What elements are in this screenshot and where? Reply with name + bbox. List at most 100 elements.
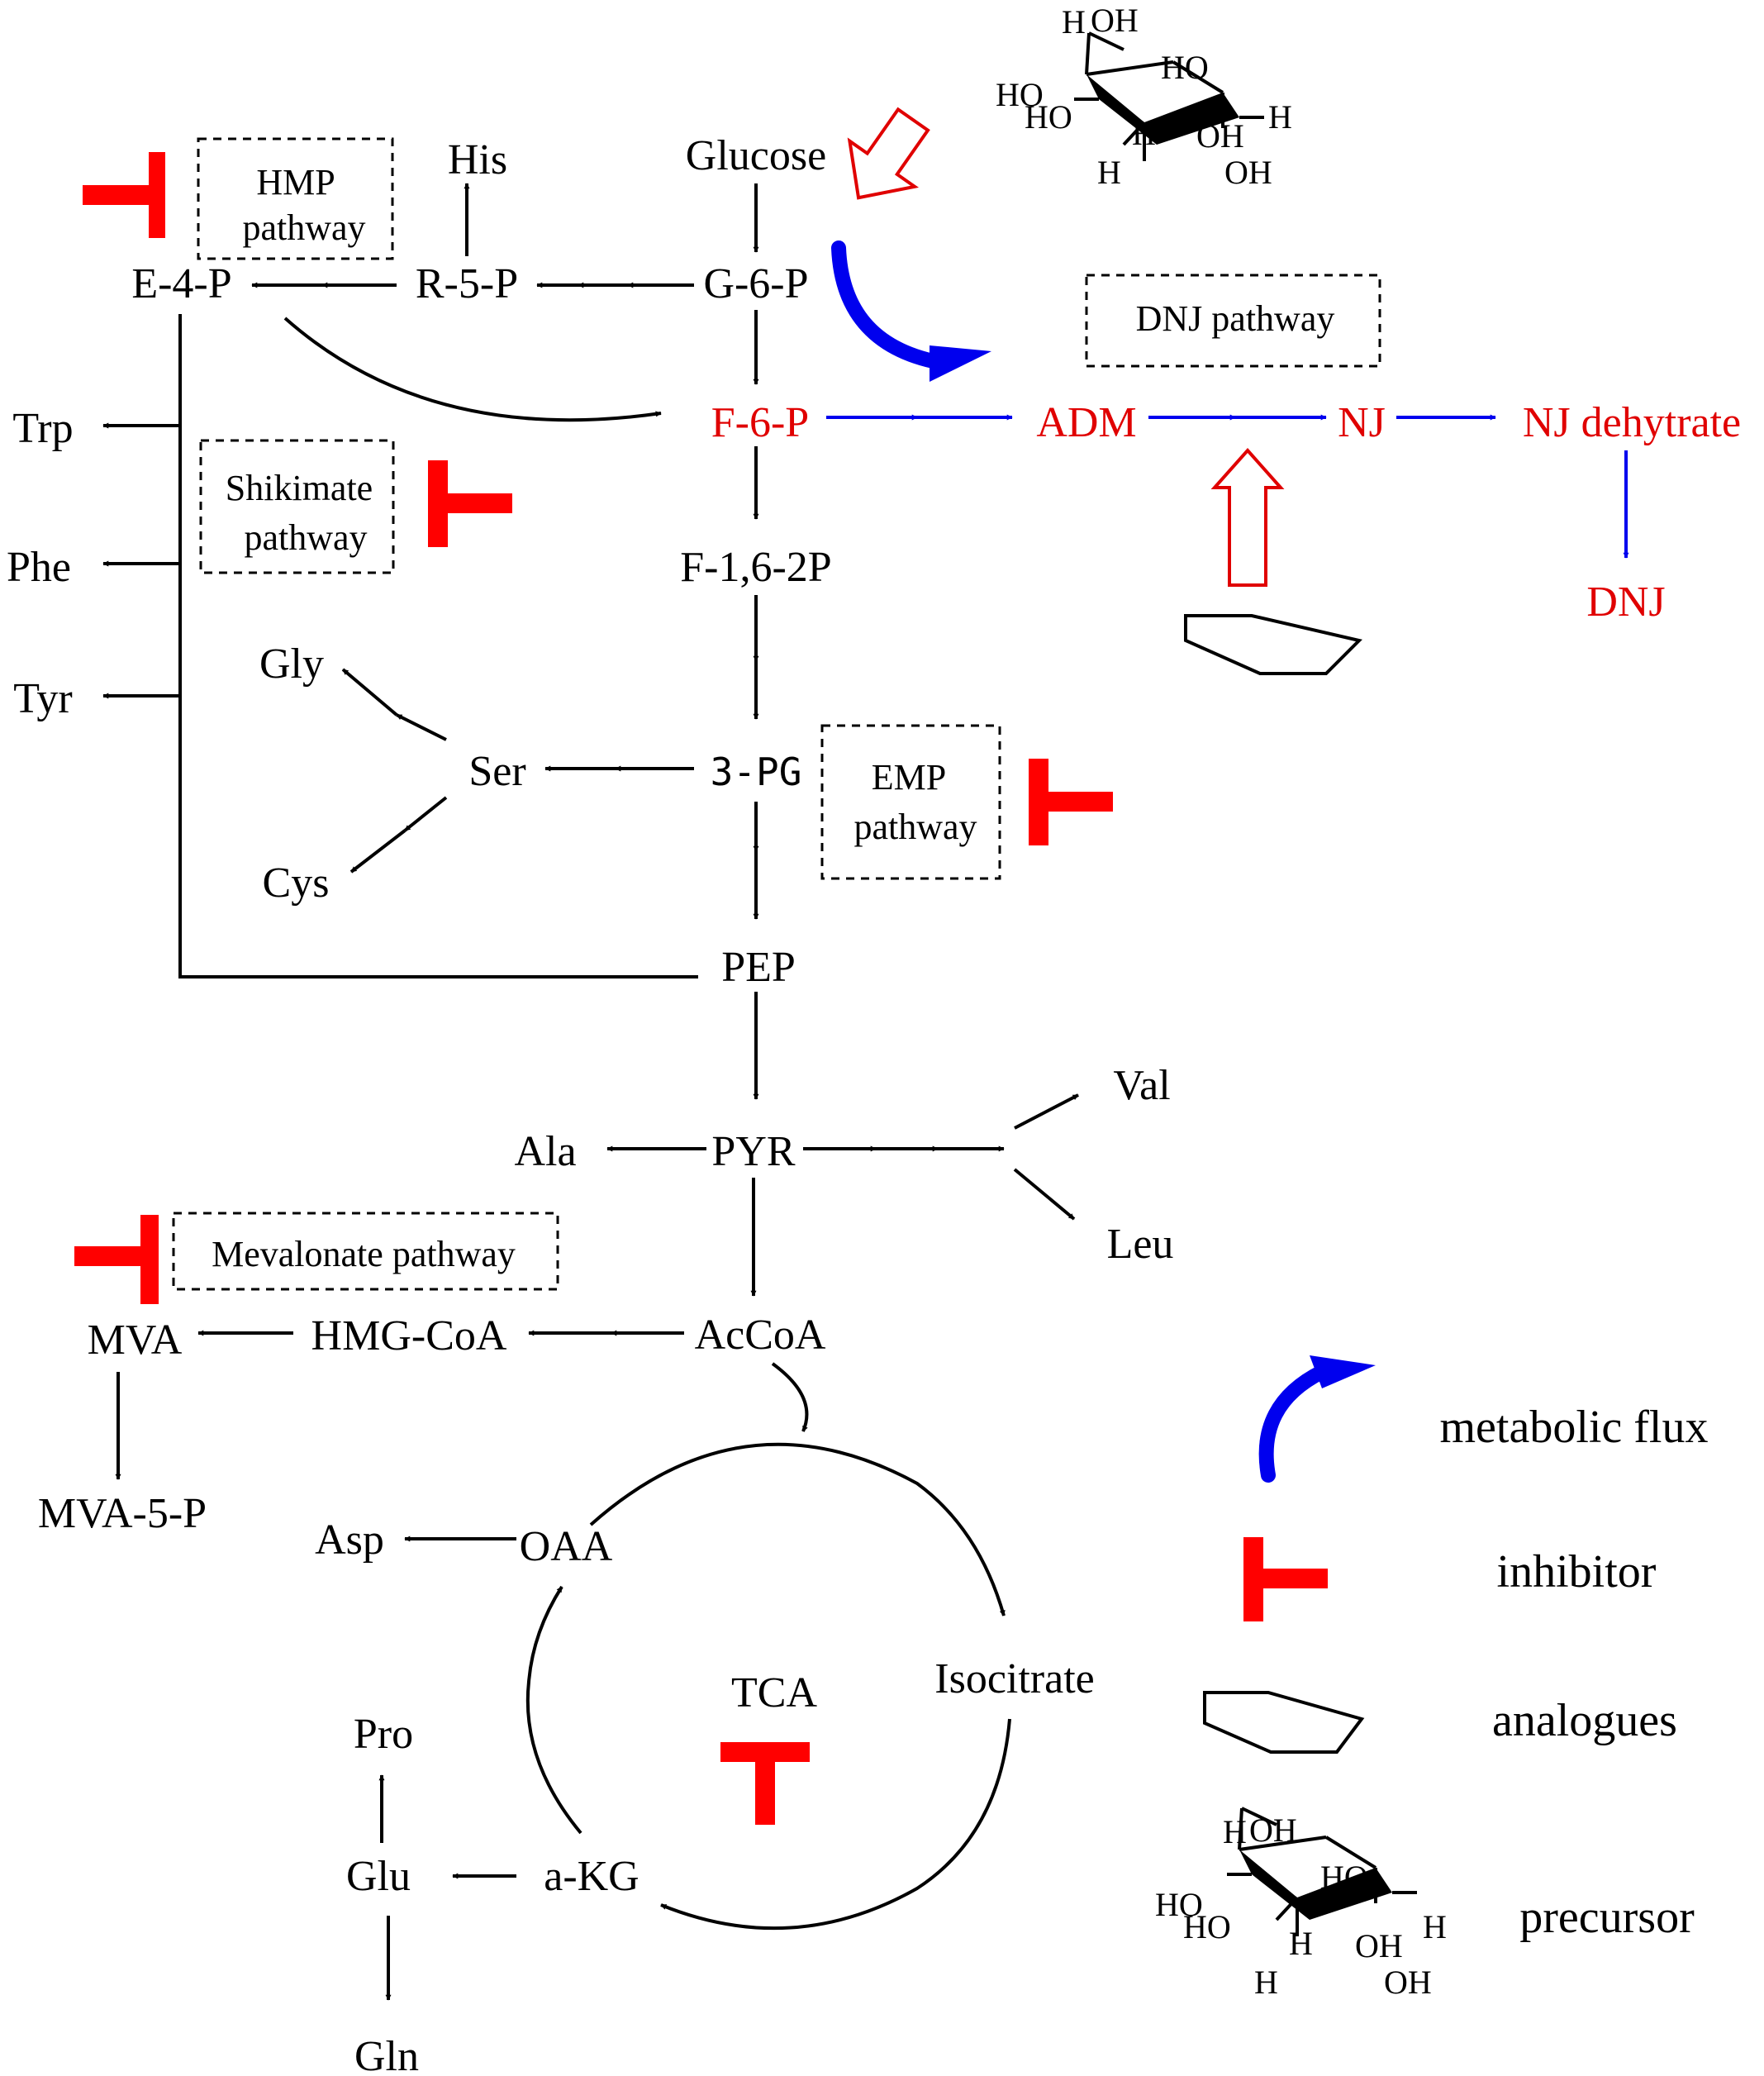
shikimate-connector [178,314,698,978]
metabolite-mva: MVA [88,1317,183,1364]
tca-arc-akg-oaa [525,1585,582,1835]
metabolite-nj: NJ [1338,399,1386,446]
emp-box-label: pathway [853,807,977,847]
atom-label: OH [1091,2,1139,39]
legend-label-metabolic-flux: metabolic flux [1439,1402,1708,1453]
glucose-structure: H OH HO HO HO H OH H H OH [996,2,1292,191]
metabolite-glu: Glu [346,1853,411,1900]
tca-arc-oaa-isocitrate [589,1442,1006,1617]
svg-text:HO: HO [1155,1886,1203,1923]
metabolite-r5p: R-5-P [416,260,518,307]
metabolite-g6p: G-6-P [703,260,808,307]
arrow-ser-gly-2 [341,668,398,717]
arrow-to-leu [1013,1168,1076,1221]
atom-label: H [1097,154,1121,191]
metabolite-e4p: E-4-P [131,260,231,307]
svg-text:H: H [1223,1813,1247,1850]
shikimate-box-label: Shikimate [226,468,373,508]
arrow-ser-cys-1 [403,796,448,832]
metabolite-asp: Asp [315,1517,384,1564]
metabolite-nj-dehytrate: NJ dehytrate [1523,399,1741,446]
metabolite-f16p: F-1,6-2P [680,544,831,591]
metabolite-val: Val [1113,1062,1170,1109]
legend-label-precursor: precursor [1519,1892,1695,1943]
emp-pathway-box [820,724,1001,880]
arrow-ser-cys-2 [349,829,407,874]
arrow-ser-gly-1 [396,713,447,741]
atom-label: HO [1161,49,1209,86]
svg-text:H: H [1423,1908,1447,1945]
analogue-feed-arrow-icon [1210,447,1285,587]
metabolite-pyr: PYR [711,1128,795,1175]
shikimate-pathway-box [199,439,395,574]
atom-label: H [1132,115,1156,152]
metabolite-3pg: 3-PG [711,750,802,794]
metabolite-accoa: AcCoA [695,1312,826,1359]
legend-label-inhibitor: inhibitor [1497,1546,1657,1597]
metabolite-f6p: F-6-P [711,399,809,446]
metabolite-mva-5p: MVA-5-P [38,1490,207,1537]
metabolite-pro: Pro [354,1711,413,1758]
legend: metabolic flux inhibitor analogues H OH … [1155,1355,1709,2001]
metabolite-his: His [448,136,507,183]
svg-text:H: H [1254,1964,1278,2001]
hmp-box-label: pathway [242,207,365,248]
metabolite-dnj: DNJ [1586,579,1665,626]
metabolite-isocitrate: Isocitrate [934,1655,1094,1702]
atom-label: HO [1025,98,1072,136]
metabolic-flux-icon [831,240,953,371]
legend-precursor-icon: H OH HO HO HO H OH H H OH [1155,1807,1447,2001]
inhibitor-tca-icon [720,1742,810,1825]
legend-flux-icon [1258,1364,1329,1483]
metabolite-pep: PEP [721,944,796,991]
metabolite-trp: Trp [12,405,73,452]
shikimate-box-label: pathway [244,517,367,558]
metabolite-tyr: Tyr [13,675,72,722]
metabolite-hmg-coa: HMG-CoA [311,1312,507,1359]
svg-text:OH: OH [1384,1964,1432,2001]
hexose-ring-icon [1074,31,1264,161]
metabolite-phe: Phe [7,544,71,591]
svg-text:HO: HO [1320,1859,1368,1896]
cyclohexane-analogue-icon [1184,614,1362,675]
arrow-e4p-f6p [283,317,662,422]
metabolite-gly: Gly [259,640,324,688]
metabolite-akg: a-KG [544,1853,640,1900]
metabolite-adm: ADM [1036,399,1136,446]
inhibitor-shikimate-icon [428,460,512,547]
inhibitor-emp-icon [1029,759,1113,845]
atom-label: HO [996,76,1044,113]
hmp-box-label: HMP [256,162,335,202]
metabolite-leu: Leu [1107,1221,1174,1268]
atom-label: H [1268,98,1292,136]
tca-arc-isocitrate-akg [660,1718,1011,1931]
mevalonate-box-label: Mevalonate pathway [212,1234,516,1274]
inhibitor-hmp-icon [83,152,165,238]
atom-label: OH [1224,154,1272,191]
svg-text:HO: HO [1183,1908,1231,1945]
arrow-to-val [1014,1093,1079,1130]
metabolic-flux-icon [930,345,991,382]
legend-label-analogues: analogues [1492,1695,1677,1746]
legend-inhibitor-icon [1243,1537,1328,1621]
svg-text:OH: OH [1249,1812,1297,1849]
metabolite-ser: Ser [468,748,525,795]
tca-label: TCA [731,1669,817,1717]
metabolite-ala: Ala [514,1128,576,1175]
metabolite-glucose: Glucose [686,132,826,179]
inhibitor-mevalonate-icon [74,1215,159,1304]
mevalonate-pathway-box [172,1212,559,1291]
svg-text:OH: OH [1355,1927,1403,1964]
atom-label: OH [1196,117,1244,155]
metabolite-cys: Cys [263,859,330,907]
atom-label: H [1062,3,1086,40]
metabolite-oaa: OAA [520,1523,613,1570]
svg-text:H: H [1289,1925,1313,1962]
metabolite-gln: Gln [354,2033,419,2076]
dnj-box-label: DNJ pathway [1136,298,1335,339]
legend-flux-icon [1310,1355,1376,1388]
emp-box-label: EMP [872,757,946,798]
hmp-pathway-box [197,137,394,260]
arrow-accoa-tca [771,1362,809,1432]
